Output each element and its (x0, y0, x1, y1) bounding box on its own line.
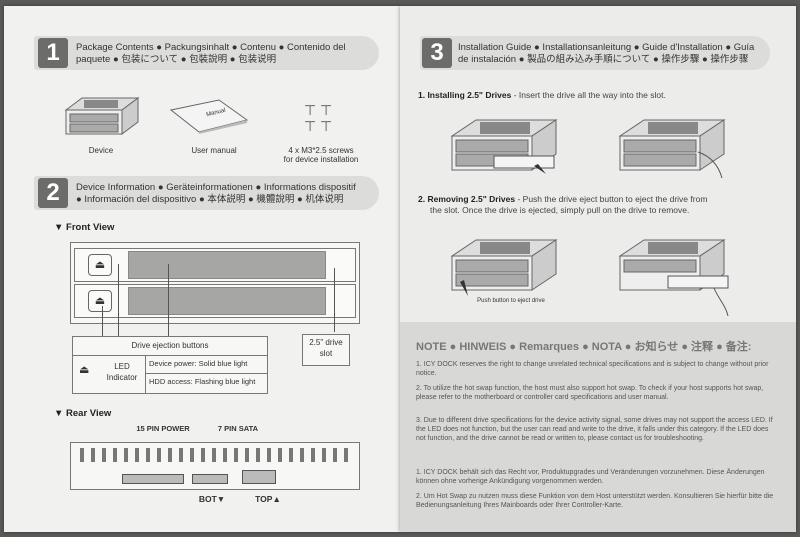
led-icon: ⏏ (79, 364, 90, 376)
install-illustration-2 (618, 119, 726, 179)
push-caption: Push button to eject drive (477, 298, 545, 304)
section-1-title-line2: paquete ● 包装について ● 包裝說明 ● 包装说明 (76, 54, 277, 65)
note-title: NOTE ● HINWEIS ● Remarques ● NOTA ● お知らせ… (416, 341, 752, 353)
power-connector (122, 474, 184, 484)
note-item: 3. Due to different drive specifications… (416, 417, 773, 442)
step1-title: 1. Installing 2.5" Drives (418, 90, 512, 100)
callout-line (334, 268, 335, 332)
section-1-header (34, 36, 379, 70)
divider (145, 355, 146, 393)
section-2-header (34, 176, 379, 210)
callout-line (102, 306, 103, 336)
callout-slot: 2.5" drive slot (302, 334, 350, 366)
section-3-header (420, 36, 770, 70)
screws-label-line1: 4 x M3*2.5 screws (288, 146, 354, 155)
remove-illustration-2 (618, 239, 729, 316)
callout-led-label: LED Indicator (106, 362, 138, 382)
step2-line2: the slot. Once the drive is ejected, sim… (430, 205, 690, 215)
screws-illustration: ⊤ ⊤ ⊤ ⊤ (300, 102, 360, 138)
section-3-number: 3 (422, 38, 452, 68)
user-manual-label: User manual (191, 146, 237, 155)
right-page: 3 Installation Guide ● Installationsanle… (400, 6, 796, 532)
front-view-heading: ▼ Front View (54, 222, 115, 233)
step2-description: - Push the drive eject button to eject t… (515, 194, 708, 204)
note-item: 1. ICY DOCK reserves the right to change… (416, 361, 769, 377)
note-item: 2. Um Hot Swap zu nutzen muss diese Funk… (416, 493, 774, 509)
device-illustration (64, 97, 140, 135)
power-connector-label: 15 PIN POWER (136, 424, 190, 433)
device-label: Device (88, 146, 114, 155)
rear-view-heading: ▼ Rear View (54, 408, 112, 419)
step1-description: - Insert the drive all the way into the … (511, 90, 666, 100)
screw-icon: ⊤ (304, 118, 317, 134)
sata-connector-bot (192, 474, 228, 484)
sata-connector-label: 7 PIN SATA (217, 424, 259, 433)
section-1-number: 1 (38, 38, 68, 68)
screw-icon: ⊤ (304, 102, 317, 118)
eject-button-top-icon: ⏏ (88, 254, 112, 276)
top-label: TOP▲ (255, 494, 281, 504)
section-3-title-line2: de instalación ● 製品の組み込み手順について ● 操作步驟 ● … (458, 54, 749, 65)
section-2-number: 2 (38, 178, 68, 208)
section-1-title-line1: Package Contents ● Packungsinhalt ● Cont… (76, 42, 346, 53)
callout-eject-label: Drive ejection buttons (131, 341, 209, 350)
sata-connector-top (242, 470, 276, 484)
section-3-title: Installation Guide ● Installationsanleit… (458, 42, 768, 66)
section-3-title-line1: Installation Guide ● Installationsanleit… (458, 42, 755, 53)
bot-label: BOT▼ (198, 494, 226, 504)
callout-line (118, 264, 119, 336)
screws-label-line2: for device installation (283, 155, 359, 164)
callout-line (168, 264, 169, 336)
divider (145, 373, 267, 374)
note-item: 1. ICY DOCK behält sich das Recht vor, P… (416, 469, 765, 485)
section-2-title: Device Information ● Geräteinformationen… (76, 182, 376, 206)
install-illustration-1 (450, 119, 558, 174)
divider (73, 355, 267, 356)
left-page: 1 Package Contents ● Packungsinhalt ● Co… (4, 6, 400, 532)
section-1-title: Package Contents ● Packungsinhalt ● Cont… (76, 42, 376, 66)
manual-illustration (169, 99, 249, 134)
drive-slot-top (128, 251, 326, 279)
callout-led-hdd: HDD access: Flashing blue light (149, 377, 256, 386)
section-2-title-line1: Device Information ● Geräteinformationen… (76, 182, 356, 193)
vent-row (80, 448, 348, 462)
note-box: NOTE ● HINWEIS ● Remarques ● NOTA ● お知らせ… (400, 322, 796, 532)
note-item: 2. To utilize the hot swap function, the… (416, 385, 764, 401)
screw-icon: ⊤ (320, 118, 333, 134)
screw-icon: ⊤ (320, 102, 333, 118)
step1-text: 1. Installing 2.5" Drives - Insert the d… (418, 90, 778, 101)
remove-illustration-1 (450, 239, 558, 296)
drive-slot-bottom (128, 287, 326, 315)
callout-table: Drive ejection buttons ⏏ LED Indicator D… (72, 336, 268, 394)
step2-text: 2. Removing 2.5" Drives - Push the drive… (418, 194, 778, 216)
step2-title: 2. Removing 2.5" Drives (418, 194, 516, 204)
eject-button-bottom-icon: ⏏ (88, 290, 112, 312)
section-2-title-line2: ● Información del dispositivo ● 本体説明 ● 機… (76, 194, 344, 205)
screws-label: 4 x M3*2.5 screws for device installatio… (266, 146, 376, 164)
step2-line1: 2. Removing 2.5" Drives - Push the drive… (418, 194, 778, 205)
callout-led-power: Device power: Solid blue light (149, 359, 248, 368)
